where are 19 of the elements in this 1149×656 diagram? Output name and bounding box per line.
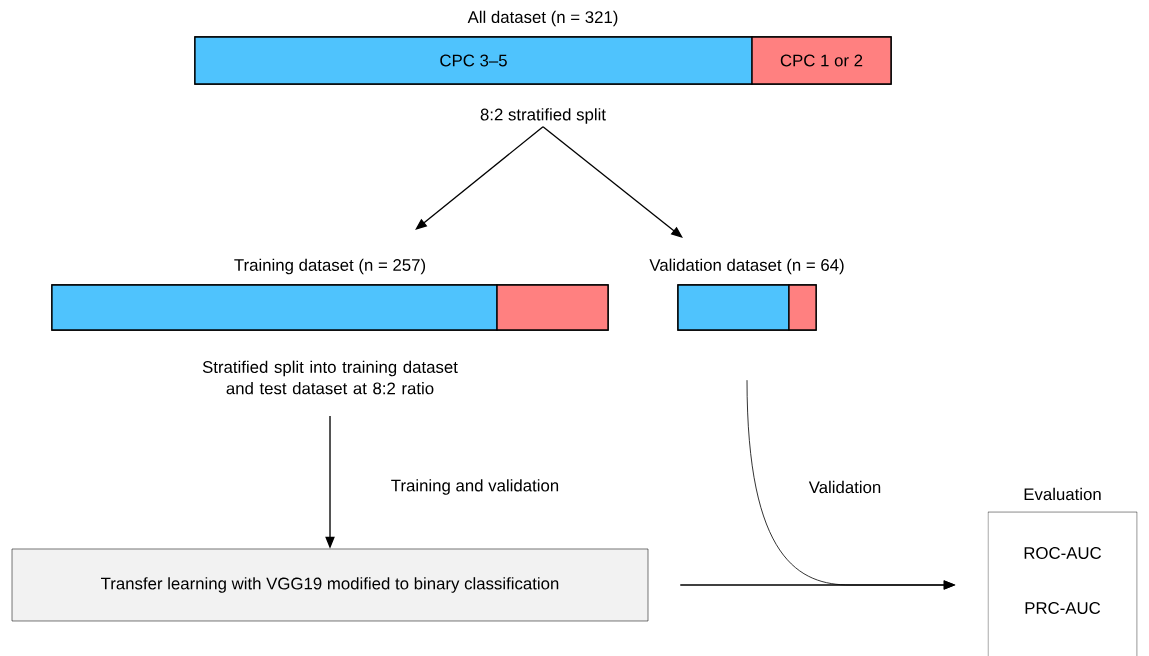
process-box: Transfer learning with VGG19 modified to binary classification bbox=[11, 548, 649, 622]
arrow bbox=[542, 126, 683, 238]
node-label: Validation dataset (n = 64) bbox=[649, 258, 844, 275]
step-label: 8:2 stratified split bbox=[480, 108, 606, 124]
edge-label: Validation bbox=[807, 479, 883, 495]
bar-segment bbox=[788, 284, 817, 331]
bar-segment bbox=[51, 284, 498, 331]
edge-label: Training and validation bbox=[389, 477, 561, 497]
box-heading: Evaluation bbox=[1024, 487, 1101, 501]
bar-segment bbox=[496, 284, 609, 331]
node-label: All dataset (n = 321) bbox=[467, 10, 618, 27]
metric-label: PRC-AUC bbox=[1025, 602, 1101, 614]
bar-segment: CPC 3–5 bbox=[194, 36, 753, 85]
arrow bbox=[415, 126, 544, 230]
bar-segment: CPC 1 or 2 bbox=[751, 36, 892, 85]
step-label: Stratified split into training dataset and test dataset at 8:2 ratio bbox=[202, 360, 458, 395]
node-label: Training dataset (n = 257) bbox=[234, 258, 426, 275]
bar-segment bbox=[677, 284, 790, 331]
metric-label: ROC-AUC bbox=[1024, 547, 1102, 559]
